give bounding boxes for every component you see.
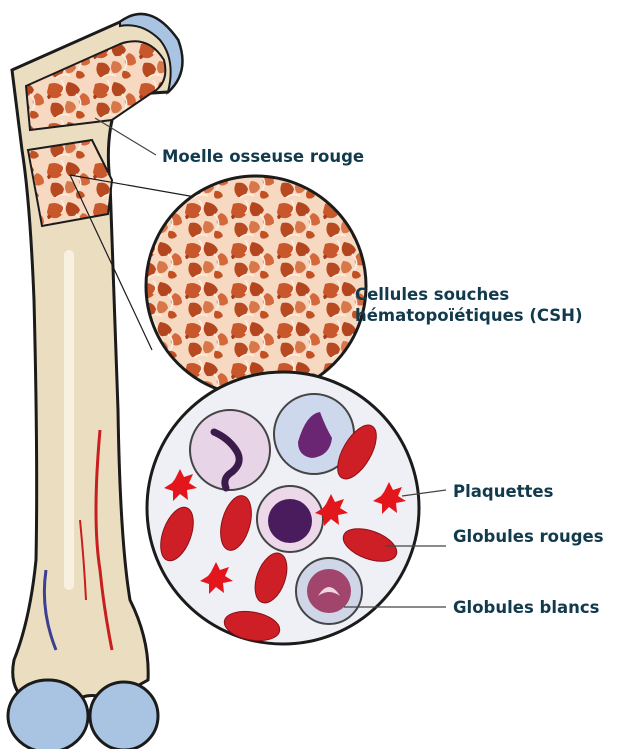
label-red-marrow: Moelle osseuse rouge xyxy=(162,146,364,167)
label-platelets: Plaquettes xyxy=(453,481,553,502)
label-hsc-line2: hématopoïétiques (CSH) xyxy=(355,305,583,326)
label-hsc-line1: Cellules souches xyxy=(355,284,583,305)
label-white-cells: Globules blancs xyxy=(453,597,599,618)
label-red-cells: Globules rouges xyxy=(453,526,604,547)
femur-icon xyxy=(8,14,182,749)
blood-cells-zoom xyxy=(147,372,419,645)
label-hsc: Cellules souches hématopoïétiques (CSH) xyxy=(355,284,583,326)
